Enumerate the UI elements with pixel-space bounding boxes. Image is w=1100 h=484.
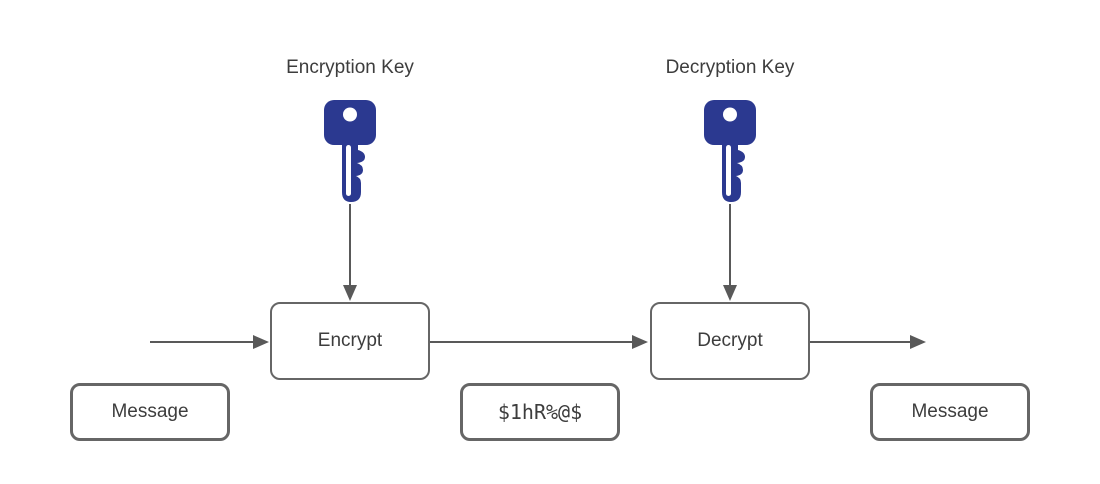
ciphertext-label: $1hR%@$: [497, 400, 583, 424]
encrypt-node-label: Encrypt: [317, 330, 383, 351]
key-icon: [324, 100, 376, 202]
encryption-key-icon: [323, 98, 377, 206]
output-arrow: [810, 335, 926, 349]
encrypt-node: Encrypt: [270, 302, 430, 380]
input-arrow: [150, 335, 269, 349]
decryption-key-icon: [703, 98, 757, 206]
message-in-label: Message: [111, 401, 189, 422]
message-in-node: Message: [70, 383, 230, 441]
key-icon: [704, 100, 756, 202]
decrypt-node-label: Decrypt: [697, 330, 763, 351]
ciphertext-node: $1hR%@$: [460, 383, 620, 441]
encrypt-to-decrypt-arrow: [430, 335, 648, 349]
decryption-key-label: Decryption Key: [665, 57, 795, 78]
encryption-key-arrow: [343, 204, 357, 301]
decrypt-node: Decrypt: [650, 302, 810, 380]
encryption-key-label: Encryption Key: [286, 57, 414, 78]
message-out-label: Message: [911, 401, 989, 422]
message-out-node: Message: [870, 383, 1030, 441]
decryption-key-arrow: [723, 204, 737, 301]
